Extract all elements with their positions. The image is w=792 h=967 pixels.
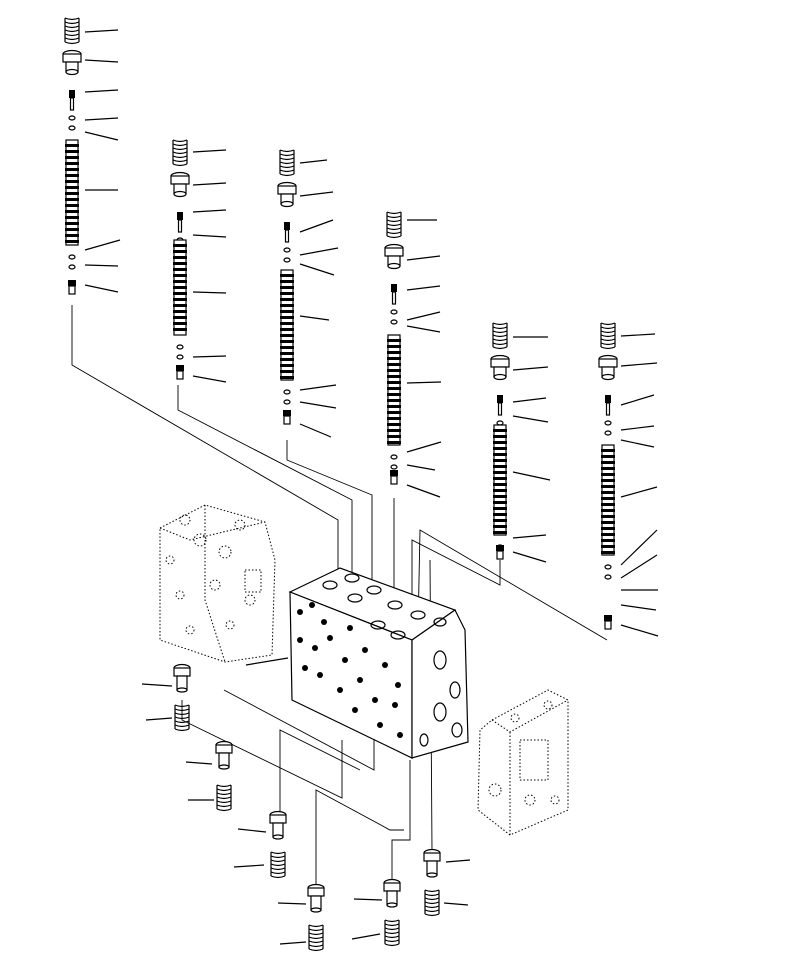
leader-line — [84, 117, 119, 121]
leader-line — [620, 529, 658, 566]
upper-spool-assembly-1 — [62, 17, 82, 295]
leader-line — [353, 898, 383, 901]
lower-plug-spring-pair-5 — [383, 878, 401, 947]
leader-line — [299, 159, 328, 164]
leader-line — [620, 394, 655, 406]
callout-leader-lines — [84, 29, 659, 945]
leader-line — [620, 604, 657, 611]
leader-line — [512, 551, 547, 563]
upper-spool-assembly-6 — [598, 322, 618, 630]
upper-spool-assembly-3 — [277, 149, 297, 425]
leader-line — [145, 717, 173, 721]
leader-line — [192, 355, 227, 358]
leader-line — [406, 484, 441, 498]
leader-line — [299, 423, 332, 438]
leader-line — [620, 333, 656, 337]
leader-line — [512, 366, 549, 371]
leader-line — [445, 859, 471, 863]
leader-line — [299, 247, 339, 256]
leader-line — [620, 425, 655, 431]
leader-line — [512, 415, 549, 423]
upper-spool-assembly-2 — [170, 139, 190, 380]
leader-line — [299, 384, 337, 391]
leader-line — [192, 182, 227, 186]
leader-line — [279, 941, 307, 945]
leader-line — [512, 534, 547, 539]
leader-line — [620, 486, 658, 498]
leader-line — [84, 239, 121, 251]
lower-plug-spring-pair-1 — [173, 663, 191, 732]
leader-line — [406, 441, 442, 453]
leader-line — [299, 263, 335, 276]
leader-line — [620, 554, 658, 579]
leader-line — [443, 902, 469, 906]
upper-spool-assembly-4 — [384, 211, 404, 485]
leader-line — [299, 219, 334, 233]
leader-line — [277, 902, 307, 905]
leader-line — [84, 131, 119, 141]
valve-block-phantom-right — [477, 689, 569, 836]
leader-line — [84, 29, 119, 33]
leader-line — [512, 471, 551, 481]
leader-line — [620, 439, 655, 448]
leader-line — [192, 291, 227, 294]
leader-line — [185, 761, 213, 765]
leader-line — [192, 375, 227, 383]
leader-line — [192, 209, 227, 213]
leader-line — [245, 657, 289, 666]
leader-line — [406, 311, 441, 321]
lower-plug-spring-pair-6 — [423, 848, 441, 917]
leader-line — [406, 325, 441, 333]
leader-line — [141, 683, 173, 687]
leader-line — [192, 234, 227, 238]
leader-line — [84, 284, 119, 293]
main-valve-block — [288, 567, 469, 759]
leader-line — [299, 401, 337, 409]
leader-line — [84, 59, 119, 63]
leader-line — [406, 285, 441, 291]
leader-line — [406, 464, 436, 471]
leader-line — [351, 933, 381, 940]
leader-line — [620, 624, 659, 637]
leader-line — [84, 264, 119, 267]
lower-plug-spring-pair-2 — [215, 740, 233, 812]
leader-line — [299, 191, 334, 197]
lower-plug-spring-pair-3 — [269, 810, 287, 879]
leader-line — [406, 255, 441, 261]
leader-line — [299, 315, 330, 321]
upper-spool-assembly-5 — [490, 322, 510, 560]
lower-plug-spring-pair-4 — [307, 883, 325, 952]
leader-line — [237, 828, 267, 833]
leader-line — [406, 381, 442, 384]
valve-block-phantom-left — [159, 504, 276, 663]
leader-line — [620, 362, 658, 367]
leader-line — [512, 397, 547, 403]
leader-line — [192, 149, 227, 153]
leader-line — [233, 864, 265, 868]
leader-line — [84, 89, 119, 93]
